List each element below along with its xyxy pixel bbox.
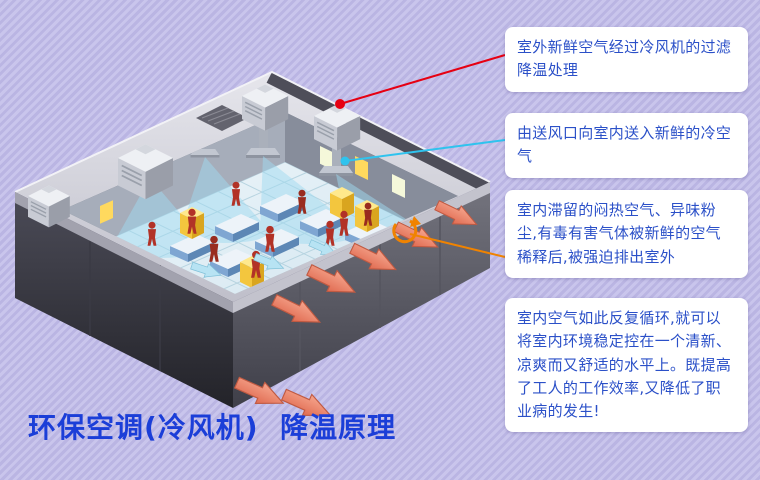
callout-connectors	[335, 54, 506, 258]
callout-text: 室内空气如此反复循环,就可以将室内环境稳定控在一个清新、凉爽而又舒适的水平上。既…	[517, 309, 732, 420]
connector-line-cyan	[344, 139, 506, 162]
connector-line-red	[339, 54, 506, 105]
callout-text: 室外新鲜空气经过冷风机的过滤降温处理	[517, 38, 732, 80]
callout-text: 室内滞留的闷热空气、异味粉尘,有毒有害气体被新鲜的空气稀释后,被强迫排出室外	[517, 201, 721, 266]
roof-vent	[196, 105, 248, 131]
window	[355, 156, 368, 180]
page-title: 环保空调(冷风机) 降温原理	[28, 411, 397, 444]
callout-text: 由送风口向室内送入新鲜的冷空气	[517, 124, 732, 166]
connector-line-orange	[409, 233, 506, 258]
red-marker-dot	[335, 99, 345, 109]
roof-parapet	[266, 72, 490, 193]
window	[100, 200, 113, 224]
callout-exhaust-stale-air: 室内滞留的闷热空气、异味粉尘,有毒有害气体被新鲜的空气稀释后,被强迫排出室外	[505, 190, 748, 278]
cyan-marker-dot	[340, 156, 350, 166]
window	[392, 174, 405, 198]
callout-supply-fresh-air: 由送风口向室内送入新鲜的冷空气	[505, 113, 748, 178]
supply-ducts	[135, 126, 353, 181]
callout-outdoor-air-filtering: 室外新鲜空气经过冷风机的过滤降温处理	[505, 27, 748, 92]
window	[320, 146, 333, 170]
exhaust-highlight-swirl	[392, 216, 421, 244]
building-interior	[62, 112, 458, 294]
callout-circulation-benefits: 室内空气如此反复循环,就可以将室内环境稳定控在一个清新、凉爽而又舒适的水平上。既…	[505, 298, 748, 433]
